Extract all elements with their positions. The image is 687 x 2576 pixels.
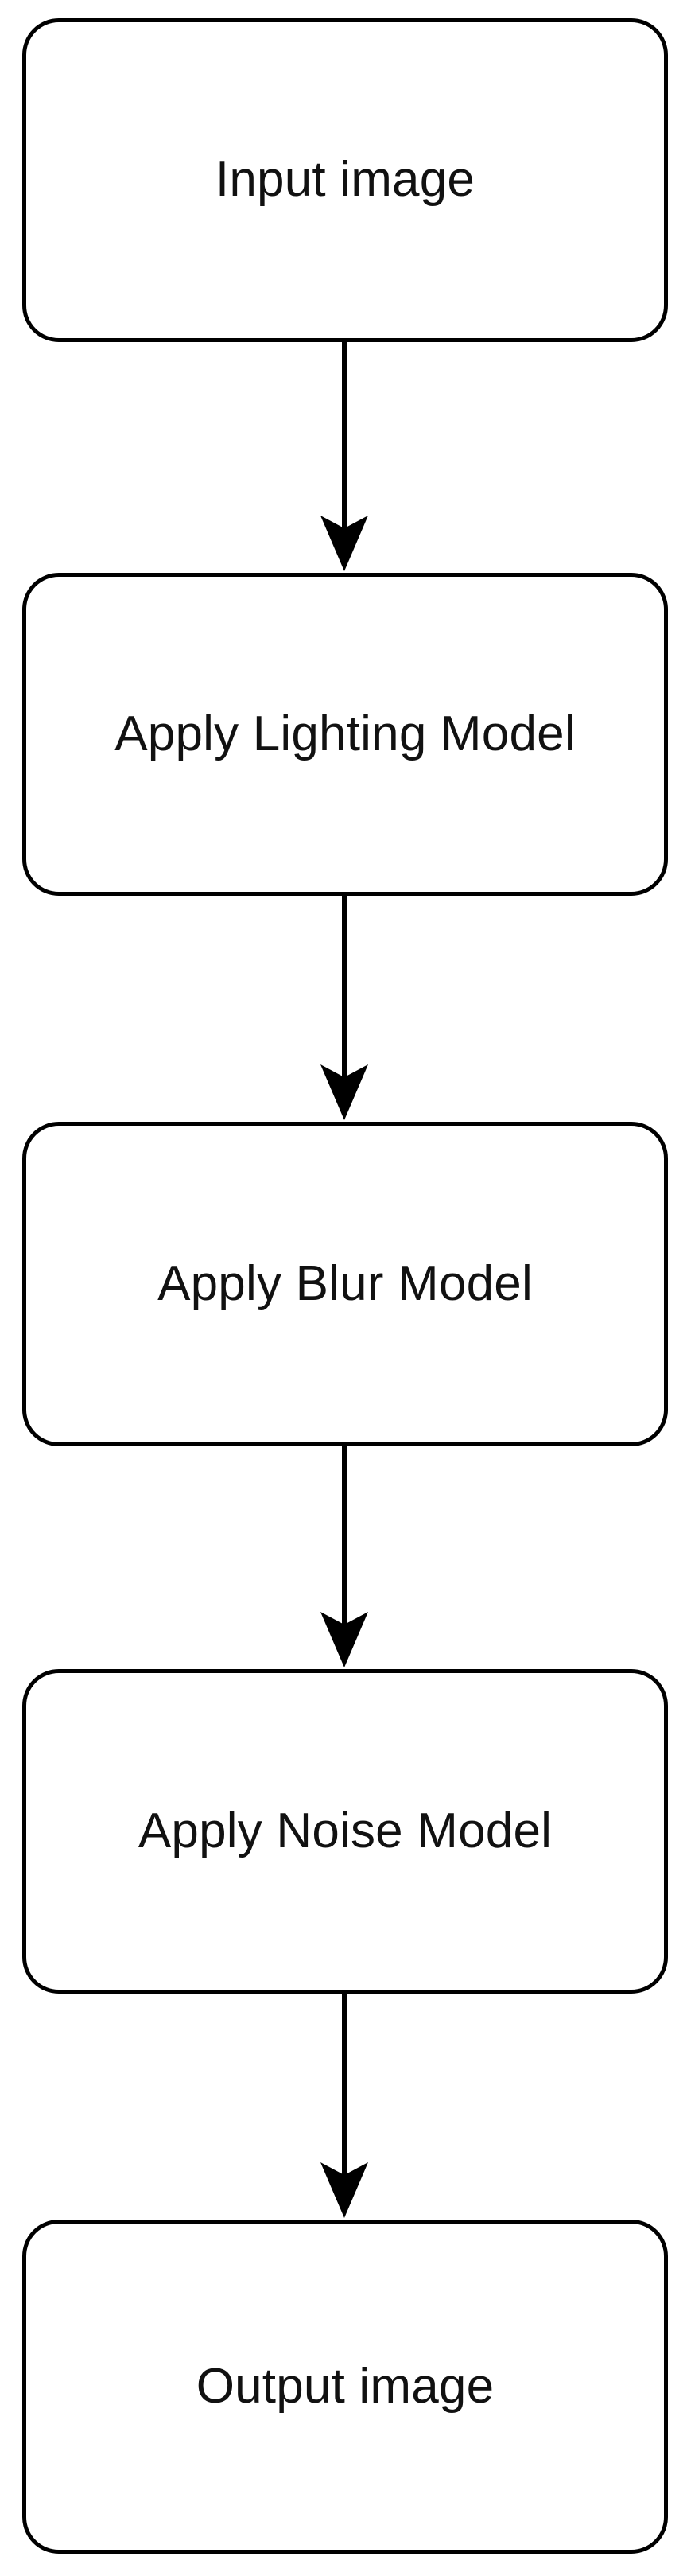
node-output-image[interactable]: Output image <box>22 2220 668 2554</box>
down-arrow-icon <box>320 1612 368 1667</box>
node-label: Input image <box>215 152 475 208</box>
node-apply-blur-model[interactable]: Apply Blur Model <box>22 1122 668 1446</box>
node-label: Apply Noise Model <box>138 1803 553 1858</box>
down-arrow-icon <box>320 2162 368 2218</box>
edge-apply-lighting-model-to-apply-blur-model <box>320 896 368 1120</box>
edge-apply-blur-model-to-apply-noise-model <box>320 1446 368 1667</box>
edge-apply-noise-model-to-output-image <box>320 1994 368 2218</box>
node-apply-noise-model[interactable]: Apply Noise Model <box>22 1669 668 1994</box>
node-label: Apply Blur Model <box>157 1255 533 1311</box>
node-input-image[interactable]: Input image <box>22 18 668 342</box>
down-arrow-icon <box>320 1064 368 1120</box>
node-label: Apply Lighting Model <box>114 706 576 761</box>
down-arrow-icon <box>320 516 368 571</box>
node-apply-lighting-model[interactable]: Apply Lighting Model <box>22 573 668 896</box>
edge-input-image-to-apply-lighting-model <box>320 342 368 571</box>
node-label: Output image <box>196 2358 495 2414</box>
